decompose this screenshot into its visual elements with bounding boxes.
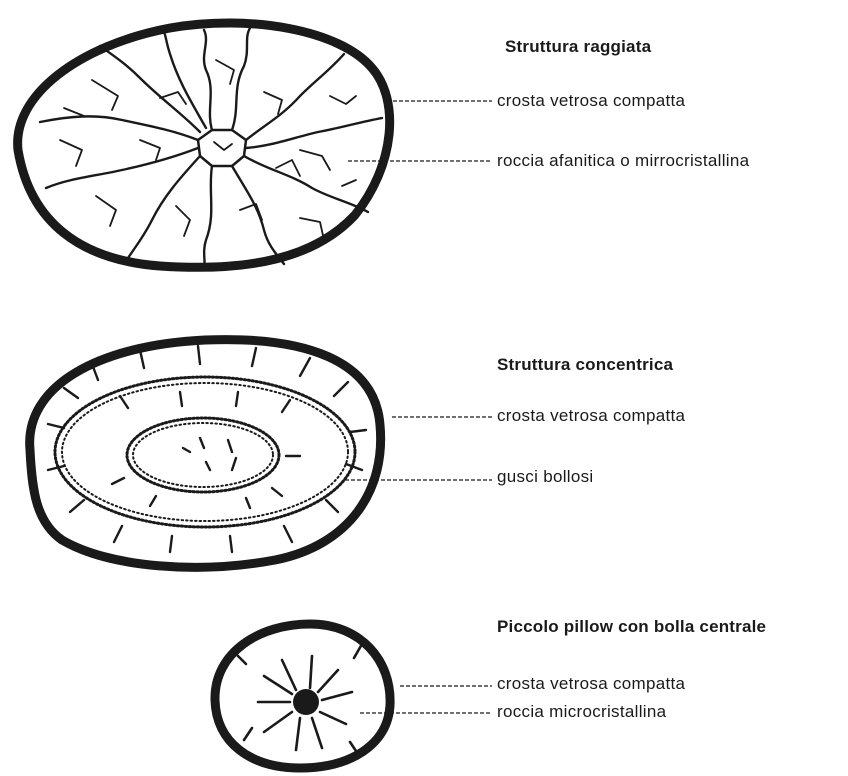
label-small-glassy-crust: crosta vetrosa compatta	[497, 674, 685, 694]
title-radial-structure: Struttura raggiata	[505, 37, 651, 57]
label-concentric-vesicular-shells: gusci bollosi	[497, 467, 594, 487]
concentric-pillow-outline	[30, 340, 381, 568]
core-cracks	[183, 438, 236, 470]
label-radial-aphanitic-rock: roccia afanitica o mirrocristallina	[497, 151, 749, 171]
title-concentric-structure: Struttura concentrica	[497, 355, 673, 375]
label-radial-glassy-crust: crosta vetrosa compatta	[497, 91, 685, 111]
radial-structure-pillow	[18, 23, 390, 268]
concentric-structure-pillow	[30, 340, 381, 568]
inner-vesicular-shell-inner	[133, 423, 273, 487]
outer-vesicular-shell-inner	[62, 383, 348, 521]
label-small-microcrystalline-rock: roccia microcristallina	[497, 702, 666, 722]
label-concentric-glassy-crust: crosta vetrosa compatta	[497, 406, 685, 426]
small-pillow-with-central-bubble	[215, 624, 390, 768]
fracture-branches	[60, 60, 356, 240]
central-bubble	[293, 689, 319, 715]
inner-vesicular-shell	[127, 418, 279, 492]
title-small-pillow: Piccolo pillow con bolla centrale	[497, 617, 766, 637]
outer-vesicular-shell	[55, 377, 355, 527]
